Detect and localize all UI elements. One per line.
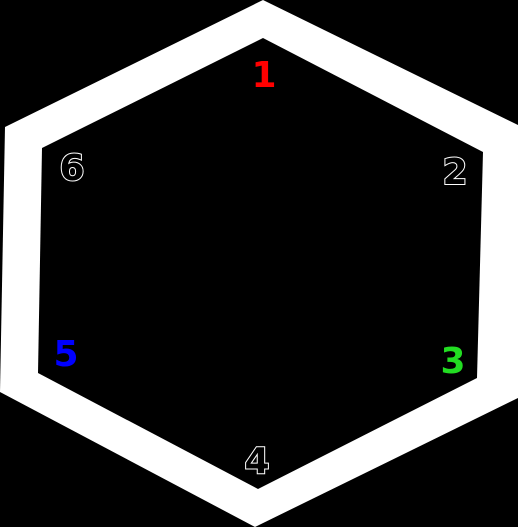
vertex-label-6: 6 [59,148,84,189]
vertex-label-5: 5 [53,334,78,375]
hexagon-interior [38,38,483,489]
vertex-label-4: 4 [244,441,269,482]
vertex-label-1: 1 [251,55,276,96]
vertex-label-3: 3 [440,341,465,382]
vertex-label-2: 2 [442,152,467,193]
